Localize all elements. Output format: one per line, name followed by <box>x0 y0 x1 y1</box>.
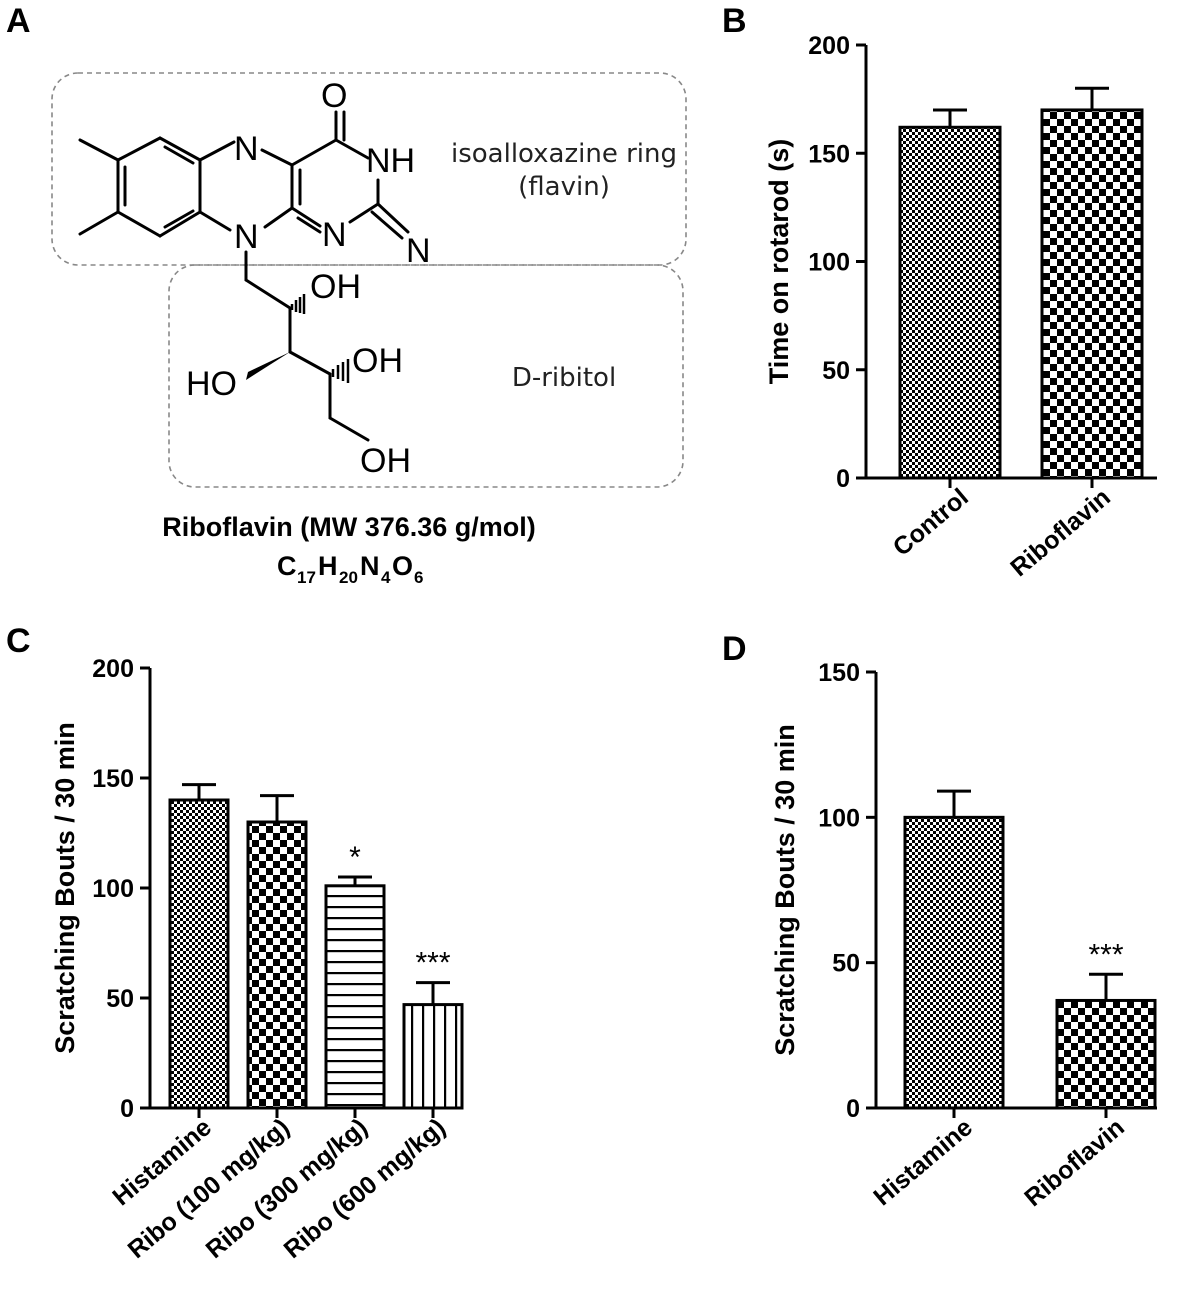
panel-letter-a: A <box>6 2 31 40</box>
bar <box>246 820 308 1110</box>
formula-n: N <box>360 551 380 581</box>
ribitol-region-box <box>168 264 684 488</box>
atom-oh-1: OH <box>310 268 361 306</box>
significance-label: * <box>349 841 361 874</box>
bar <box>903 815 1005 1110</box>
category-label: Histamine <box>868 1113 978 1211</box>
category-label: Riboflavin <box>1019 1113 1130 1212</box>
ring-note-line-2: (flavin) <box>518 172 610 202</box>
y-axis-title: Scratching Bouts / 30 min <box>770 724 800 1056</box>
atom-labels: O NH N N N N OH OH HO OH <box>186 77 431 480</box>
formula-h-count: 20 <box>339 568 358 587</box>
category-label: Control <box>888 483 974 562</box>
stereo-bonds <box>290 294 350 383</box>
y-tick-label: 100 <box>818 804 860 832</box>
formula-c: C <box>277 551 297 581</box>
y-tick-label: 0 <box>836 465 850 493</box>
bar <box>1040 108 1144 480</box>
y-tick-label: 200 <box>808 32 850 60</box>
formula-h: H <box>318 551 338 581</box>
flavin-region-box <box>51 72 687 266</box>
y-tick-label: 50 <box>822 357 850 385</box>
atom-carbonyl-o: O <box>321 77 347 115</box>
atom-n-bottom: N <box>322 216 347 254</box>
y-axis-title: Scratching Bouts / 30 min <box>50 722 80 1054</box>
formula-o: O <box>392 551 413 581</box>
significance-label: *** <box>1088 938 1123 971</box>
y-tick-label: 150 <box>808 140 850 168</box>
y-tick-label: 0 <box>846 1095 860 1123</box>
formula-c-count: 17 <box>297 568 316 587</box>
structure-bonds <box>78 110 410 442</box>
wedge-bond <box>246 352 290 380</box>
y-tick-label: 0 <box>120 1095 134 1123</box>
atom-n-imine: N <box>406 232 431 270</box>
bar <box>324 884 386 1110</box>
formula-o-count: 6 <box>414 568 423 587</box>
atom-oh-2: OH <box>352 342 403 380</box>
bar <box>898 125 1002 480</box>
structure-caption: Riboflavin (MW 376.36 g/mol) <box>162 512 536 542</box>
ring-note-line-1: isoalloxazine ring <box>451 139 677 169</box>
atom-nh: NH <box>366 142 415 180</box>
formula-n-count: 4 <box>381 568 391 587</box>
y-tick-label: 50 <box>832 950 860 978</box>
y-tick-label: 150 <box>92 765 134 793</box>
panel-letter-d: D <box>722 630 747 668</box>
significance-label: *** <box>415 947 450 980</box>
panel-letter-b: B <box>722 2 747 40</box>
y-tick-label: 150 <box>818 659 860 687</box>
bar <box>168 798 230 1110</box>
bar <box>402 1003 464 1110</box>
y-tick-label: 200 <box>92 655 134 683</box>
molecular-formula: C 17 H 20 N 4 O 6 <box>277 551 423 587</box>
y-tick-label: 100 <box>808 249 850 277</box>
category-label: Riboflavin <box>1005 483 1116 582</box>
atom-n-top: N <box>234 130 259 168</box>
bar <box>1055 998 1157 1110</box>
y-tick-label: 100 <box>92 875 134 903</box>
atom-oh-3: OH <box>360 442 411 480</box>
atom-ho: HO <box>186 365 237 403</box>
ribitol-note: D-ribitol <box>512 363 616 393</box>
y-tick-label: 50 <box>106 985 134 1013</box>
y-axis-title: Time on rotarod (s) <box>764 139 794 385</box>
atom-n-ring: N <box>234 218 259 256</box>
panel-letter-c: C <box>6 622 31 660</box>
riboflavin-structure: O NH N N N N OH OH HO OH isoalloxazine r… <box>51 72 687 587</box>
